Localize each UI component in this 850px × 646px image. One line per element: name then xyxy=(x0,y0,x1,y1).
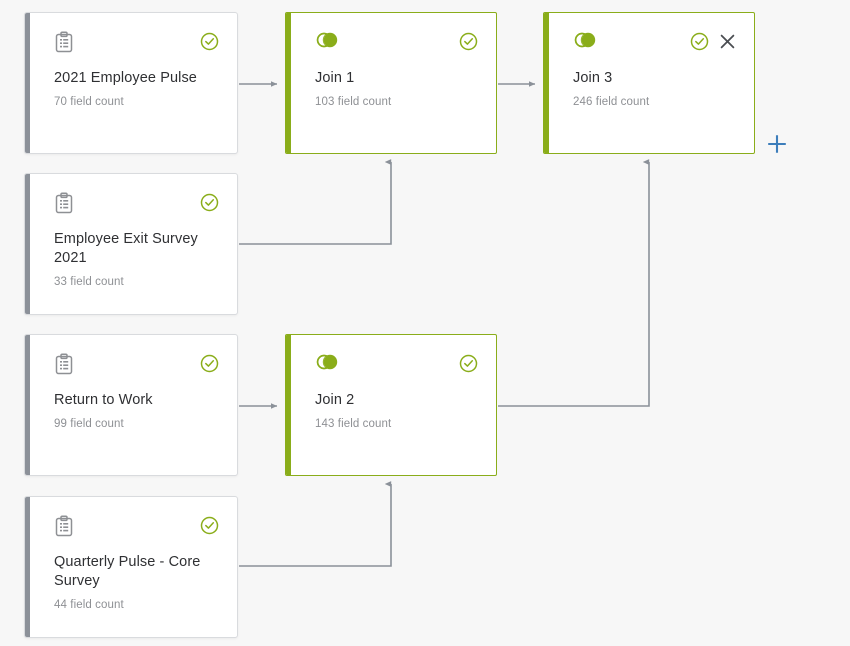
edge-join2-to-join3 xyxy=(498,159,650,407)
node-field-count: 143 field count xyxy=(315,418,392,430)
node-field-count: 246 field count xyxy=(573,96,650,108)
node-title: Join 3 xyxy=(573,70,613,86)
node-join-3[interactable]: Join 3 246 field count xyxy=(543,12,755,154)
node-field-count: 33 field count xyxy=(54,276,124,288)
node-accent-bar xyxy=(286,335,291,475)
check-circle-icon[interactable] xyxy=(200,32,219,51)
node-title: Join 2 xyxy=(315,392,355,408)
clipboard-icon xyxy=(54,31,74,58)
node-field-count: 99 field count xyxy=(54,418,124,430)
edge-quarterly-to-join2 xyxy=(239,481,392,567)
venn-join-icon xyxy=(315,353,339,376)
node-field-count: 44 field count xyxy=(54,599,124,611)
check-circle-icon[interactable] xyxy=(690,32,709,51)
node-join-2[interactable]: Join 2 143 field count xyxy=(285,334,497,476)
venn-join-icon xyxy=(315,31,339,54)
node-source-return-to-work[interactable]: Return to Work 99 field count xyxy=(24,334,238,476)
node-field-count: 70 field count xyxy=(54,96,124,108)
check-circle-icon[interactable] xyxy=(200,193,219,212)
node-accent-bar xyxy=(25,497,30,637)
check-circle-icon[interactable] xyxy=(200,354,219,373)
node-source-employee-exit-survey-2021[interactable]: Employee Exit Survey 2021 33 field count xyxy=(24,173,238,315)
node-accent-bar xyxy=(25,335,30,475)
clipboard-icon xyxy=(54,353,74,380)
node-source-2021-employee-pulse[interactable]: 2021 Employee Pulse 70 field count xyxy=(24,12,238,154)
node-accent-bar xyxy=(25,174,30,314)
edge-exit-to-join1 xyxy=(239,159,392,245)
node-title: Join 1 xyxy=(315,70,355,86)
node-title: Quarterly Pulse - Core Survey xyxy=(54,554,201,589)
check-circle-icon[interactable] xyxy=(200,516,219,535)
node-title: 2021 Employee Pulse xyxy=(54,70,197,86)
check-circle-icon[interactable] xyxy=(459,354,478,373)
node-accent-bar xyxy=(286,13,291,153)
check-circle-icon[interactable] xyxy=(459,32,478,51)
node-title: Employee Exit Survey 2021 xyxy=(54,231,198,266)
node-field-count: 103 field count xyxy=(315,96,392,108)
add-step-button[interactable] xyxy=(766,133,788,155)
clipboard-icon xyxy=(54,192,74,219)
node-accent-bar xyxy=(25,13,30,153)
node-title: Return to Work xyxy=(54,392,153,408)
node-source-quarterly-pulse-core-survey[interactable]: Quarterly Pulse - Core Survey 44 field c… xyxy=(24,496,238,638)
node-accent-bar xyxy=(544,13,549,153)
venn-join-icon xyxy=(573,31,597,54)
clipboard-icon xyxy=(54,515,74,542)
close-icon[interactable] xyxy=(719,33,736,50)
node-join-1[interactable]: Join 1 103 field count xyxy=(285,12,497,154)
